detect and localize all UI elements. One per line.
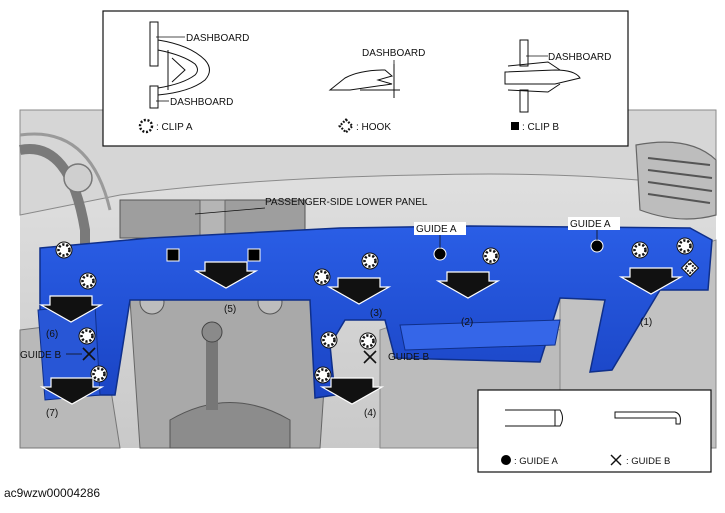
guide-a-callout: GUIDE A bbox=[568, 217, 620, 240]
guide-b-caption: : GUIDE B bbox=[626, 456, 670, 467]
guide-label: GUIDE A bbox=[570, 219, 611, 230]
hook-caption: : HOOK bbox=[356, 122, 391, 133]
step-labels: (1) (2) (3) (4) (5) (6) (7) bbox=[46, 304, 652, 419]
step-label: (3) bbox=[370, 308, 382, 319]
step-label: (5) bbox=[224, 304, 236, 315]
step-label: (6) bbox=[46, 329, 58, 340]
guide-b-marker bbox=[82, 347, 96, 361]
clip-b-icon bbox=[511, 122, 519, 130]
guide-b-callout: GUIDE B bbox=[388, 352, 429, 363]
guide-b-marker bbox=[363, 350, 377, 364]
clip-b-marker bbox=[247, 248, 261, 262]
guide-a-caption: : GUIDE A bbox=[514, 456, 558, 467]
guide-a-icon bbox=[501, 455, 511, 465]
hook-marker bbox=[680, 258, 700, 278]
guide-label: GUIDE B bbox=[388, 352, 429, 363]
guide-a-marker bbox=[433, 247, 447, 261]
panel-title: PASSENGER-SIDE LOWER PANEL bbox=[265, 197, 428, 208]
clip-b-label: DASHBOARD bbox=[548, 52, 611, 63]
guide-b-callout: GUIDE B bbox=[20, 350, 82, 361]
clip-a-icon bbox=[138, 118, 154, 134]
image-code: ac9wzw00004286 bbox=[4, 486, 101, 500]
step-label: (2) bbox=[461, 317, 473, 328]
step-label: (4) bbox=[364, 408, 376, 419]
step-label: (1) bbox=[640, 317, 652, 328]
legend-bottom: : GUIDE A : GUIDE B bbox=[477, 389, 712, 473]
legend-top: DASHBOARD DASHBOARD : CLIP A DASHBOARD :… bbox=[102, 10, 629, 147]
clip-a-upper-label: DASHBOARD bbox=[186, 33, 249, 44]
hook-top-label: DASHBOARD bbox=[362, 48, 425, 59]
guide-b-icon bbox=[610, 454, 622, 466]
guide-a-detail bbox=[505, 409, 563, 427]
clip-b-caption: : CLIP B bbox=[522, 122, 559, 133]
clip-b-detail bbox=[504, 39, 581, 113]
clip-a-lower-label: DASHBOARD bbox=[170, 97, 233, 108]
hook-icon bbox=[338, 118, 354, 134]
guide-a-marker bbox=[590, 239, 604, 253]
guide-b-detail bbox=[614, 411, 681, 425]
clip-b-marker bbox=[166, 248, 180, 262]
guide-a-callout: GUIDE A bbox=[414, 222, 466, 248]
guide-label: GUIDE A bbox=[416, 224, 457, 235]
hook-detail bbox=[328, 64, 400, 98]
step-label: (7) bbox=[46, 408, 58, 419]
clip-a-detail bbox=[149, 21, 210, 109]
clip-a-caption: : CLIP A bbox=[156, 122, 193, 133]
air-vent bbox=[635, 141, 717, 220]
guide-label: GUIDE B bbox=[20, 350, 61, 361]
